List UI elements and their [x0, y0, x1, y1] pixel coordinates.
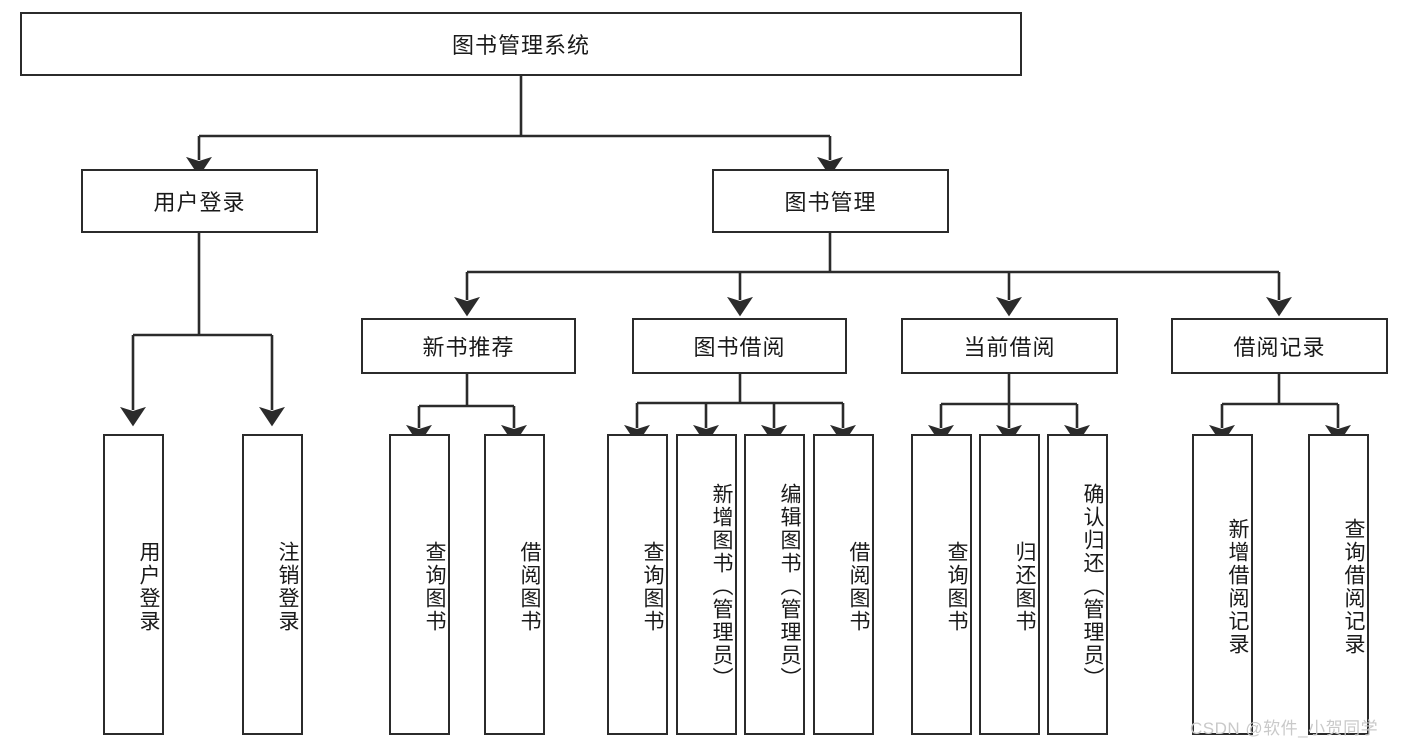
- node-leaf-query-book-2[interactable]: 查询图书: [607, 434, 668, 735]
- node-new-book-recommend[interactable]: 新书推荐: [361, 318, 576, 374]
- csdn-watermark: CSDN @软件_小贺同学: [1190, 719, 1379, 738]
- node-label: 查询借阅记录: [1342, 517, 1365, 656]
- node-label: 借阅图书: [518, 540, 541, 633]
- node-leaf-query-book-3[interactable]: 查询图书: [911, 434, 972, 735]
- node-leaf-return-book[interactable]: 归还图书: [979, 434, 1040, 735]
- node-label: 注销登录: [276, 540, 299, 633]
- node-label: 借阅记录: [1233, 335, 1326, 360]
- node-leaf-borrow-book-2[interactable]: 借阅图书: [813, 434, 874, 735]
- node-label: 确认归还（管理员）: [1081, 483, 1104, 690]
- node-label: 新增借阅记录: [1226, 517, 1249, 656]
- node-label: 归还图书: [1013, 540, 1036, 633]
- node-label: 借阅图书: [847, 540, 870, 633]
- node-book-borrow[interactable]: 图书借阅: [632, 318, 847, 374]
- node-label: 图书管理系统: [451, 33, 590, 58]
- node-label: 新增图书（管理员）: [710, 483, 733, 690]
- node-label: 查询图书: [423, 540, 446, 633]
- node-leaf-add-record[interactable]: 新增借阅记录: [1192, 434, 1253, 735]
- node-book-management[interactable]: 图书管理: [712, 169, 949, 233]
- node-borrow-record[interactable]: 借阅记录: [1171, 318, 1388, 374]
- node-leaf-query-record[interactable]: 查询借阅记录: [1308, 434, 1369, 735]
- node-label: 新书推荐: [422, 335, 515, 360]
- node-label: 用户登录: [137, 540, 160, 633]
- node-label: 用户登录: [153, 190, 246, 215]
- node-label: 图书借阅: [693, 335, 786, 360]
- node-leaf-borrow-book-1[interactable]: 借阅图书: [484, 434, 545, 735]
- node-label: 查询图书: [641, 540, 664, 633]
- node-leaf-user-login[interactable]: 用户登录: [103, 434, 164, 735]
- node-label: 当前借阅: [963, 335, 1056, 360]
- node-label: 查询图书: [945, 540, 968, 633]
- node-leaf-logout[interactable]: 注销登录: [242, 434, 303, 735]
- node-book-management-system[interactable]: 图书管理系统: [20, 12, 1022, 76]
- node-current-borrow[interactable]: 当前借阅: [901, 318, 1118, 374]
- node-leaf-edit-book[interactable]: 编辑图书（管理员）: [744, 434, 805, 735]
- node-user-login[interactable]: 用户登录: [81, 169, 318, 233]
- node-leaf-confirm-return[interactable]: 确认归还（管理员）: [1047, 434, 1108, 735]
- node-label: 图书管理: [784, 190, 877, 215]
- node-leaf-query-book-1[interactable]: 查询图书: [389, 434, 450, 735]
- node-leaf-add-book[interactable]: 新增图书（管理员）: [676, 434, 737, 735]
- node-label: 编辑图书（管理员）: [778, 483, 801, 690]
